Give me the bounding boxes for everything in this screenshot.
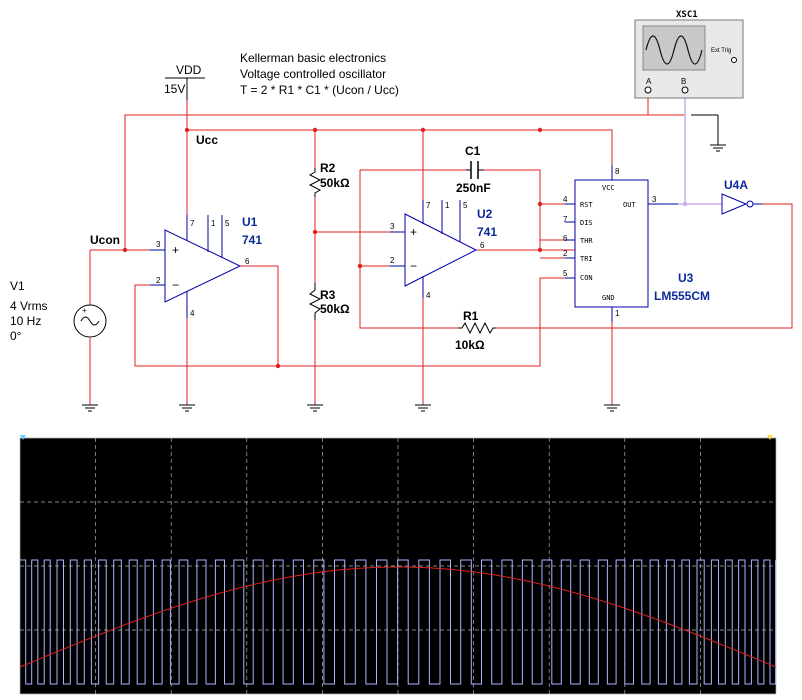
xsc1-ch-a-terminal[interactable] [644,86,652,94]
u3-num-4: 4 [563,195,568,204]
xsc1-ext-trig-terminal[interactable] [731,57,737,63]
xsc1-ch-b-terminal[interactable] [681,86,689,94]
ground-symbols [82,114,726,412]
u1-pin-2: 2 [156,276,161,285]
u3-pin-tri: TRI [580,255,593,263]
vdd-label: VDD [176,63,202,77]
u3-pin-gnd: GND [602,294,615,302]
xsc1-ch-a-label: A [646,77,652,86]
v1-ref: V1 [10,279,25,293]
channel-b-trace [20,559,777,685]
u3-ref: U3 [678,271,694,285]
u4a-ref: U4A [724,178,748,192]
u2-opamp[interactable]: + − 3 2 7 1 5 6 4 U2 741 [390,200,497,300]
c1-capacitor[interactable]: C1 250nF [456,144,491,195]
r1-ref: R1 [463,309,479,323]
v1-frequency: 10 Hz [10,314,41,328]
u1-pin-4: 4 [190,309,195,318]
u3-pin-thr: THR [580,237,593,245]
u1-opamp[interactable]: + − 3 2 7 1 5 6 4 U1 741 [150,215,262,318]
u1-pin-7: 7 [190,219,195,228]
c1-ref: C1 [465,144,481,158]
u3-num-8: 8 [615,167,620,176]
svg-text:+: + [82,306,87,315]
u3-num-5: 5 [563,269,568,278]
r1-value: 10kΩ [455,338,485,352]
ucc-net-label: Ucc [196,133,218,147]
u1-pin-1: 1 [211,219,216,228]
formula: T = 2 * R1 * C1 * (Ucon / Ucc) [240,83,399,97]
u3-pin-rst: RST [580,201,593,209]
scope-wire [678,95,722,205]
u1-part: 741 [242,233,262,247]
v1-phase: 0° [10,329,22,343]
u3-num-2: 2 [563,249,568,258]
u3-num-7: 7 [563,215,568,224]
u3-timer-555[interactable]: RST DIS THR TRI CON VCC GND OUT 4 7 6 2 … [563,165,710,322]
u1-pin-6: 6 [245,257,250,266]
r2-resistor[interactable]: R2 50kΩ [308,161,350,197]
u1-pin-3: 3 [156,240,161,249]
r3-resistor[interactable]: R3 50kΩ [308,283,350,320]
xsc1-ext-trig: Ext Trig [711,48,731,54]
r2-value: 50kΩ [320,176,350,190]
svg-text:+: + [410,225,417,239]
vdd-supply[interactable]: VDD 15V [164,63,205,100]
v1-source[interactable]: + V1 4 Vrms 10 Hz 0° [10,279,107,343]
u3-pin-con: CON [580,274,593,282]
xsc1-ch-b-label: B [681,77,686,86]
vdd-value: 15V [164,82,185,96]
u2-pin-2: 2 [390,256,395,265]
left-cursor-marker[interactable] [20,435,26,440]
u2-pin-4: 4 [426,291,431,300]
u1-pin-5: 5 [225,219,230,228]
xsc1-ref: XSC1 [676,10,698,20]
schematic-diagram: Kellerman basic electronics Voltage cont… [10,10,793,412]
r3-ref: R3 [320,288,336,302]
u2-pin-1: 1 [445,201,450,210]
u3-num-6: 6 [563,234,568,243]
svg-text:−: − [410,259,417,273]
v1-amplitude: 4 Vrms [10,299,48,313]
u3-num-1: 1 [615,309,620,318]
u2-pin-6: 6 [480,241,485,250]
u3-pin-out: OUT [623,201,636,209]
u2-pin-5: 5 [463,201,468,210]
oscilloscope-display [19,435,777,695]
right-cursor-marker[interactable] [767,435,773,440]
svg-text:+: + [172,243,179,257]
title-line-1: Kellerman basic electronics [240,51,386,65]
junction-dots [122,127,543,369]
u3-part: LM555CM [654,289,710,303]
svg-text:−: − [172,278,179,292]
xsc1-oscilloscope[interactable]: XSC1 Ext Trig A B [634,10,744,99]
channel-a-trace [19,566,777,668]
u2-pin-7: 7 [426,201,431,210]
r1-resistor[interactable]: R1 10kΩ [455,309,496,352]
u2-part: 741 [477,225,497,239]
u3-pin-vcc: VCC [602,184,615,192]
title-line-2: Voltage controlled oscillator [240,67,386,81]
u4a-inverter[interactable]: U4A [721,178,762,215]
u3-pin-dis: DIS [580,219,593,227]
c1-value: 250nF [456,181,491,195]
r3-value: 50kΩ [320,302,350,316]
u3-num-3: 3 [652,195,657,204]
scope-junction [682,201,688,207]
u2-ref: U2 [477,207,493,221]
ucon-net-label: Ucon [90,233,120,247]
u2-pin-3: 3 [390,222,395,231]
u1-ref: U1 [242,215,258,229]
r2-ref: R2 [320,161,336,175]
